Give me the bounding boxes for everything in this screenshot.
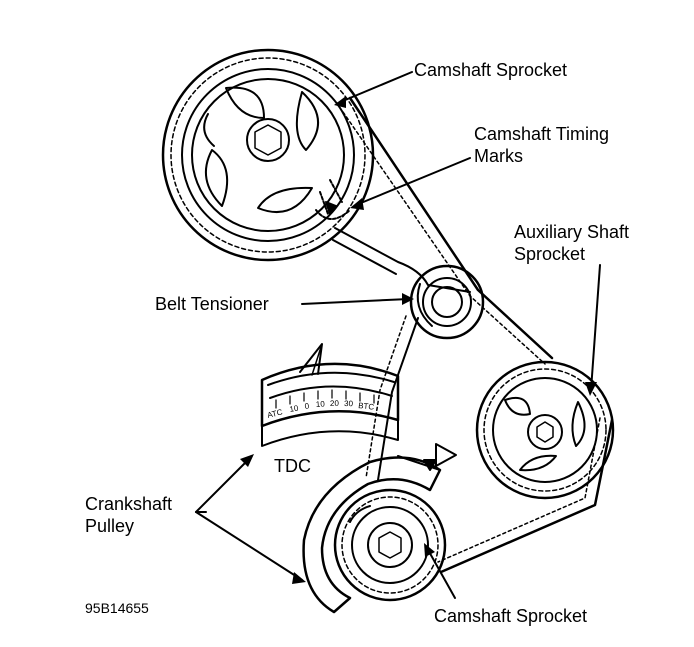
label-crankshaft-pulley-1: Crankshaft	[85, 494, 173, 514]
scale-mark: 20	[330, 399, 340, 408]
scale-mark: 30	[344, 399, 354, 408]
label-belt-tensioner: Belt Tensioner	[155, 294, 269, 314]
scale-mark: 10	[316, 399, 326, 409]
camshaft-sprocket-top	[161, 48, 375, 262]
label-camshaft-timing-marks-1: Camshaft Timing	[474, 124, 610, 144]
leader-lines	[195, 71, 601, 599]
label-tdc: TDC	[274, 456, 311, 476]
auxiliary-shaft-sprocket	[475, 360, 615, 500]
timing-belt	[332, 96, 614, 574]
camshaft-sprocket-bottom	[333, 488, 447, 602]
label-crankshaft-pulley-2: Pulley	[85, 516, 135, 536]
label-camshaft-sprocket-top: Camshaft Sprocket	[414, 60, 568, 80]
scale-mark: ATC	[266, 407, 283, 420]
label-camshaft-timing-marks-2: Marks	[474, 146, 523, 166]
label-auxiliary-shaft-1: Auxiliary Shaft	[514, 222, 630, 242]
label-camshaft-sprocket-bottom: Camshaft Sprocket	[434, 606, 588, 626]
scale-mark: 0	[304, 401, 310, 411]
scale-mark: 10	[289, 403, 300, 414]
scale-mark: BTC	[358, 401, 375, 412]
figure-code: 95B14655	[85, 600, 149, 616]
label-auxiliary-shaft-2: Sprocket	[514, 244, 586, 264]
belt-tensioner	[409, 264, 485, 340]
timing-scale-marks: ATC 10 0 10 20 30 BTC	[266, 399, 375, 420]
timing-scale-detail	[260, 343, 400, 447]
crankshaft-pulley	[302, 455, 442, 614]
timing-triangle-marker	[423, 443, 457, 471]
